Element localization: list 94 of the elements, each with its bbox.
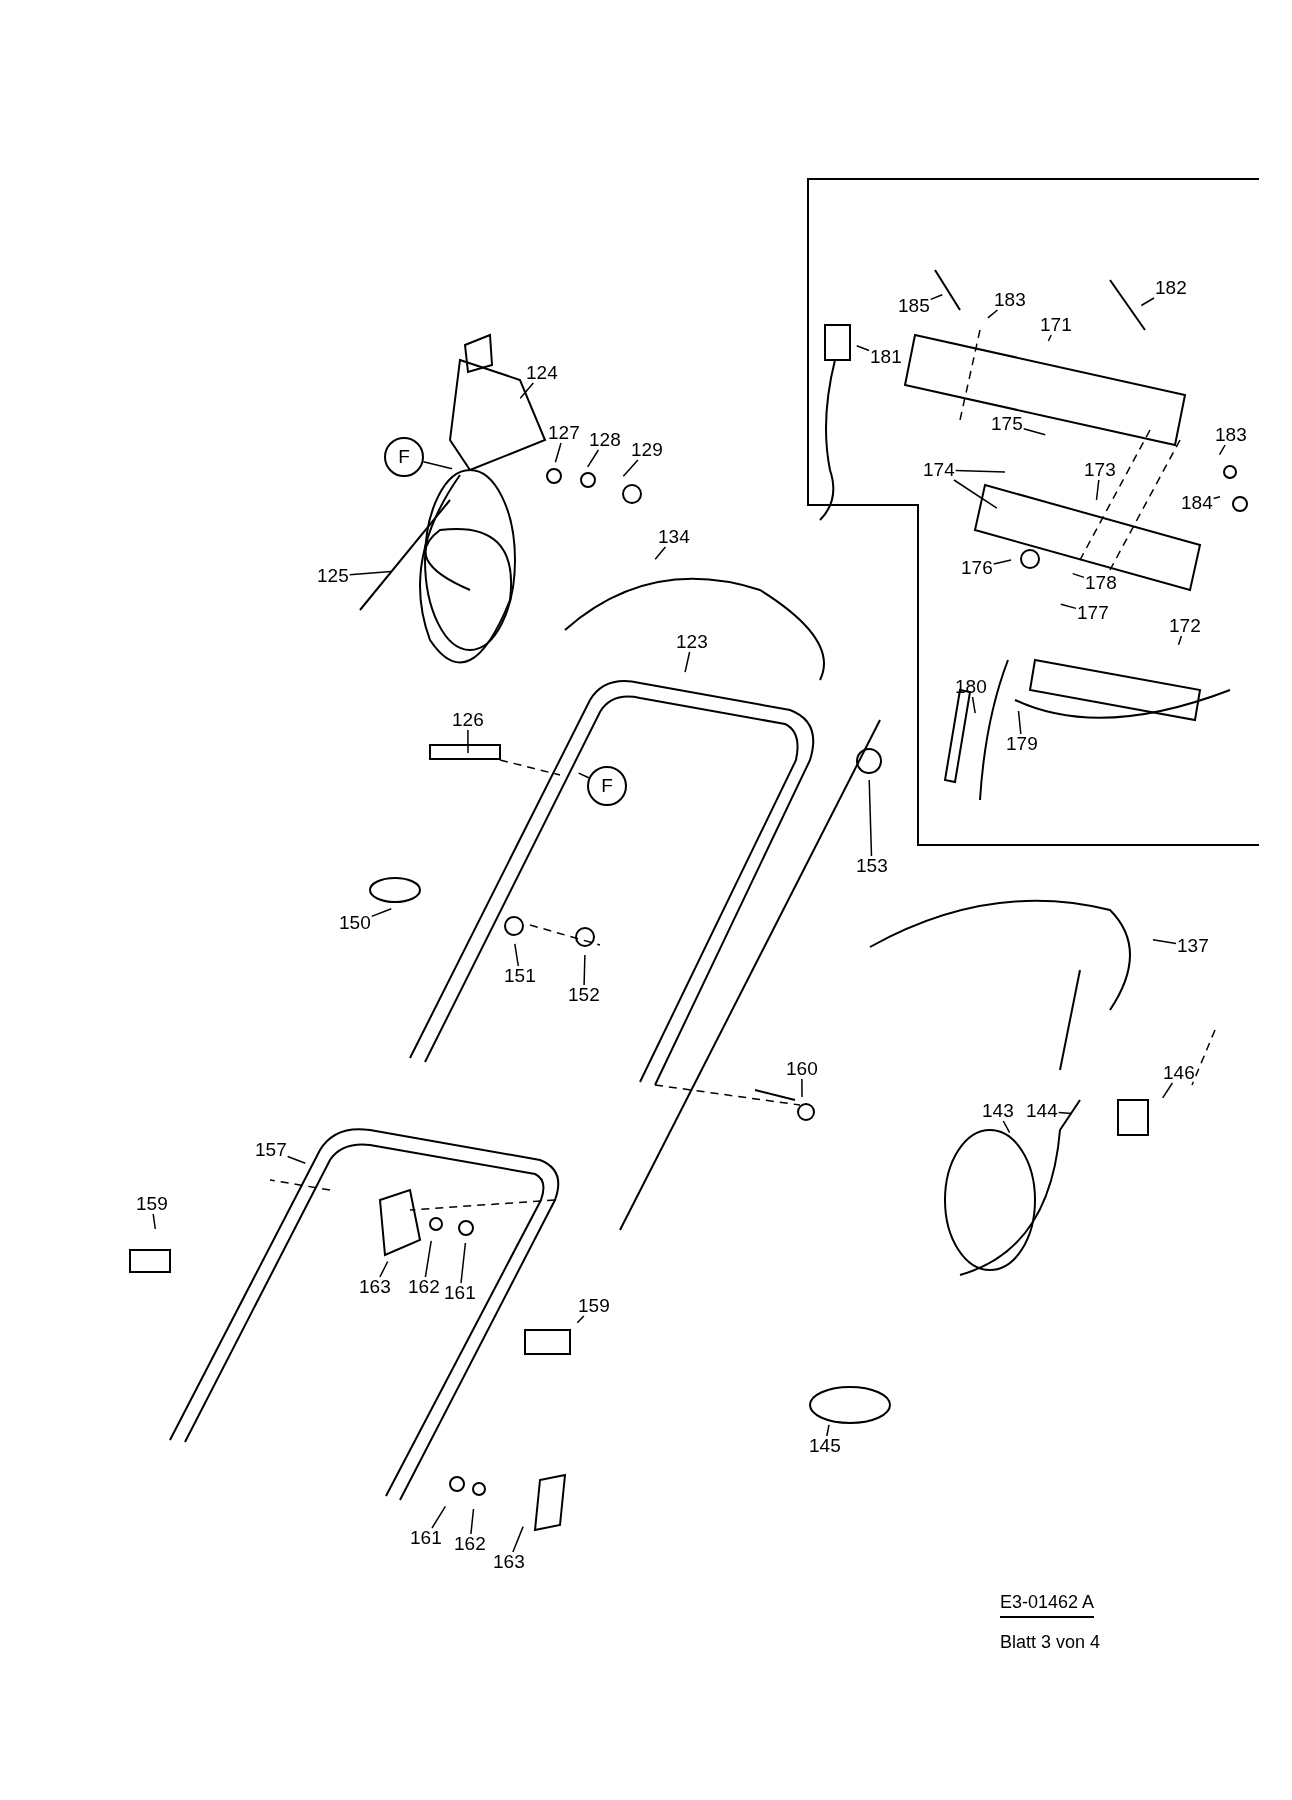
callout-number: 181 xyxy=(869,347,903,367)
callout-number: 161 xyxy=(409,1528,443,1548)
callout-number: 180 xyxy=(954,677,988,697)
leader-line xyxy=(431,1505,447,1529)
callout-number: 184 xyxy=(1180,493,1214,513)
leader-line xyxy=(654,546,667,560)
callout-number: 178 xyxy=(1084,573,1118,593)
leader-line xyxy=(855,345,870,352)
leader-line xyxy=(286,1155,307,1164)
callout-number: 128 xyxy=(588,430,622,450)
callout-number: 162 xyxy=(407,1277,441,1297)
leader-line xyxy=(801,1078,803,1098)
leader-line xyxy=(467,729,469,754)
leader-line xyxy=(1017,710,1022,735)
callout-number: 157 xyxy=(254,1140,288,1160)
leader-line xyxy=(1047,334,1052,342)
callout-number: 124 xyxy=(525,363,559,383)
leader-line xyxy=(519,382,535,399)
callout-number: 171 xyxy=(1039,315,1073,335)
callout-number: 160 xyxy=(785,1059,819,1079)
leader-line xyxy=(422,461,453,470)
callout-number: 185 xyxy=(897,296,931,316)
leader-line xyxy=(370,908,393,918)
leader-line xyxy=(577,772,590,779)
callout-number: 183 xyxy=(993,290,1027,310)
callout-number: 163 xyxy=(358,1277,392,1297)
leader-line xyxy=(992,559,1012,565)
callout-number: 145 xyxy=(808,1436,842,1456)
callout-number: 143 xyxy=(981,1101,1015,1121)
leader-line xyxy=(684,651,691,673)
callout-number: 183 xyxy=(1214,425,1248,445)
callout-number: 134 xyxy=(657,527,691,547)
leader-line xyxy=(348,570,392,576)
callout-number: 175 xyxy=(990,414,1024,434)
leader-line xyxy=(1060,603,1077,610)
leader-line xyxy=(1057,1111,1073,1115)
callout-number: 137 xyxy=(1176,936,1210,956)
callout-number: 173 xyxy=(1083,460,1117,480)
leader-line xyxy=(152,1213,157,1230)
callout-number: 153 xyxy=(855,856,889,876)
leader-line xyxy=(1140,297,1155,307)
callout-number: 172 xyxy=(1168,616,1202,636)
callout-number: 163 xyxy=(492,1552,526,1572)
callout-number: 179 xyxy=(1005,734,1039,754)
leader-line xyxy=(460,1242,467,1284)
callout-number: 162 xyxy=(453,1534,487,1554)
leader-line xyxy=(554,442,562,463)
leader-line xyxy=(826,1424,830,1437)
callout-number: 150 xyxy=(338,913,372,933)
callout-number: 152 xyxy=(567,985,601,1005)
leader-line xyxy=(953,479,998,509)
callout-number: 125 xyxy=(316,566,350,586)
callout-number: 161 xyxy=(443,1283,477,1303)
leader-line xyxy=(954,469,1006,473)
leader-line xyxy=(1002,1120,1011,1134)
leader-line xyxy=(1152,939,1177,945)
leader-line xyxy=(1218,444,1226,456)
leader-line xyxy=(514,943,520,967)
callout-number: 123 xyxy=(675,632,709,652)
leader-line xyxy=(379,1260,389,1278)
callout-number: 182 xyxy=(1154,278,1188,298)
leader-line xyxy=(1177,635,1183,646)
callout-number: 146 xyxy=(1162,1063,1196,1083)
callout-number: 176 xyxy=(960,558,994,578)
callout-number: 174 xyxy=(922,460,956,480)
leader-line xyxy=(971,696,976,714)
callout-number: 151 xyxy=(503,966,537,986)
callout-number: 129 xyxy=(630,440,664,460)
inset-frame xyxy=(807,178,1259,846)
leader-line xyxy=(1071,572,1085,579)
leader-line xyxy=(470,1508,475,1535)
callout-number: 159 xyxy=(135,1194,169,1214)
sheet-number: Blatt 3 von 4 xyxy=(1000,1632,1101,1653)
leader-line xyxy=(576,1315,585,1324)
leader-line xyxy=(929,294,944,301)
leader-line xyxy=(1212,496,1221,500)
leader-line xyxy=(622,459,639,478)
leader-line xyxy=(583,954,586,986)
drawing-number: E3-01462 A xyxy=(1000,1592,1095,1618)
callout-number: 159 xyxy=(577,1296,611,1316)
leader-line xyxy=(868,779,873,857)
leader-line xyxy=(1161,1082,1174,1099)
leader-line xyxy=(512,1525,524,1553)
callout-number: 127 xyxy=(547,423,581,443)
leader-line xyxy=(586,449,600,468)
reference-circle: F xyxy=(587,766,627,806)
callout-number: 144 xyxy=(1025,1101,1059,1121)
callout-number: 126 xyxy=(451,710,485,730)
reference-circle: F xyxy=(384,437,424,477)
leader-line xyxy=(987,309,999,319)
leader-line xyxy=(1095,479,1100,501)
callout-number: 177 xyxy=(1076,603,1110,623)
leader-line xyxy=(1022,427,1046,436)
leader-line xyxy=(424,1240,432,1278)
